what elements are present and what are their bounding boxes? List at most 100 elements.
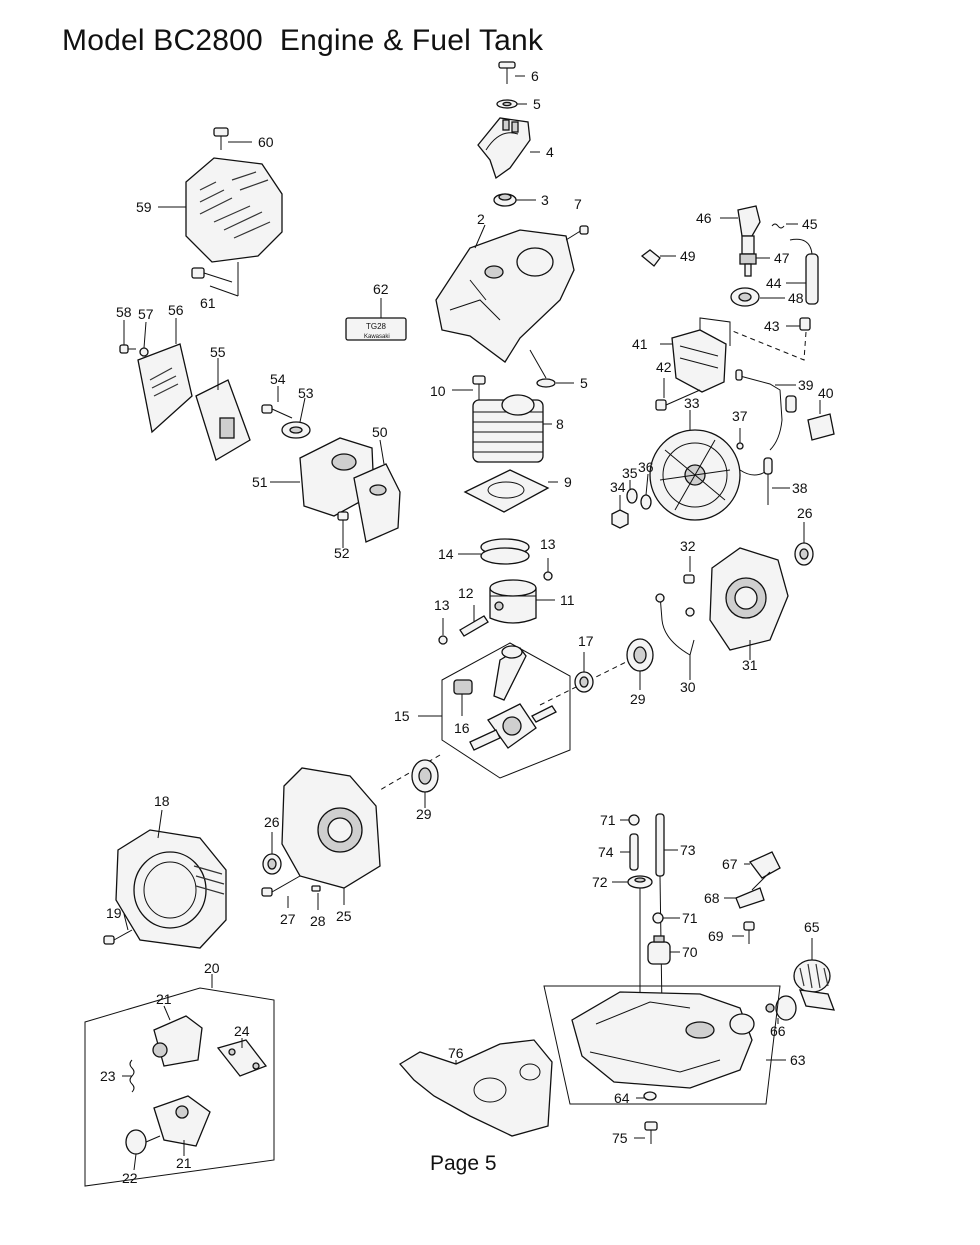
part-63-fuel-tank [571, 991, 755, 1089]
part-31-crankcase-right [709, 547, 789, 660]
callout-11: 11 [560, 592, 575, 608]
callout-62: 62 [373, 281, 389, 297]
part-73-fuel-line [655, 813, 678, 877]
part-43-terminal [729, 317, 811, 361]
part-7-screw [565, 225, 589, 241]
callout-30: 30 [680, 679, 696, 695]
part-9-gasket [463, 469, 558, 513]
callout-46: 46 [696, 210, 712, 226]
part-35-washer [626, 480, 638, 504]
callout-21-upper: 21 [156, 991, 172, 1007]
part-53-gasket [281, 397, 311, 439]
callout-59: 59 [136, 199, 152, 215]
callout-71-lower: 71 [682, 910, 698, 926]
part-3-grommet [493, 193, 536, 207]
part-2-cylinder-cover [435, 224, 575, 363]
callout-4: 4 [546, 144, 554, 160]
part-16-needle-bearing [453, 679, 473, 716]
part-70-fuel-filter [647, 935, 680, 965]
part-34-nut [611, 495, 629, 529]
callout-58: 58 [116, 304, 132, 320]
part-66-cap-gasket [765, 995, 797, 1024]
callout-13-right: 13 [540, 536, 556, 552]
part-41-ignition-coil [660, 317, 731, 393]
callout-24: 24 [234, 1023, 250, 1039]
callout-16: 16 [454, 720, 470, 736]
part-32-key [683, 556, 695, 584]
callout-57: 57 [138, 306, 154, 322]
part-15-crankshaft-assembly [418, 642, 571, 779]
part-21-clutch-shoe-lower [153, 1095, 211, 1156]
part-20-clutch-assembly-box [84, 974, 275, 1187]
callout-labels: 6 5 4 3 2 7 5 10 8 9 14 13 11 12 13 17 1… [100, 68, 834, 1186]
part-46-plug-cap [720, 205, 761, 237]
callout-73: 73 [680, 842, 696, 858]
page-title: Model BC2800 Engine & Fuel Tank [62, 24, 544, 57]
part-42-bolt [655, 378, 701, 411]
callout-25: 25 [336, 908, 352, 924]
part-14-piston-rings [458, 538, 530, 565]
callout-49: 49 [680, 248, 696, 264]
part-65-fuel-cap [793, 938, 835, 1011]
part-8-cylinder [472, 394, 552, 463]
callout-35: 35 [622, 465, 638, 481]
part-27-bolt [261, 875, 301, 908]
callout-66: 66 [770, 1023, 786, 1039]
part-13-circlip-left [438, 618, 448, 645]
callout-21-lower: 21 [176, 1155, 192, 1171]
callout-17: 17 [578, 633, 594, 649]
part-45-spring [771, 223, 798, 229]
callout-18: 18 [154, 793, 170, 809]
part-17-seal-washer [574, 652, 594, 693]
part-68-plate [724, 887, 765, 909]
part-6-screw [498, 61, 525, 84]
callout-33: 33 [684, 395, 700, 411]
callout-3: 3 [541, 192, 549, 208]
callout-71-upper: 71 [600, 812, 616, 828]
part-64-drain-grommet [636, 1091, 657, 1101]
callout-32: 32 [680, 538, 696, 554]
callout-76: 76 [448, 1045, 464, 1061]
callout-26-left: 26 [264, 814, 280, 830]
part-19-screw [103, 913, 133, 945]
callout-64: 64 [614, 1090, 630, 1106]
callout-61: 61 [200, 295, 216, 311]
part-62-label-plate: TG28 Kawasaki [345, 298, 407, 341]
callout-22: 22 [122, 1170, 138, 1186]
callout-13-left: 13 [434, 597, 450, 613]
part-36-washer [640, 473, 652, 510]
callout-2: 2 [477, 211, 485, 227]
part-5-washer-lower [529, 349, 574, 388]
callout-50: 50 [372, 424, 388, 440]
callout-68: 68 [704, 890, 720, 906]
part-48-rubber-boot [730, 287, 785, 307]
callout-51: 51 [252, 474, 268, 490]
callout-60: 60 [258, 134, 274, 150]
part-57-washer [139, 321, 149, 357]
callout-26-right: 26 [797, 505, 813, 521]
callout-55: 55 [210, 344, 226, 360]
part-22-shoulder-bolt [125, 1129, 161, 1171]
part-13-circlip-right [543, 558, 553, 581]
part-69-bolt [732, 921, 755, 944]
callout-12: 12 [458, 585, 474, 601]
callout-45: 45 [802, 216, 818, 232]
part-74-return-line [620, 833, 639, 871]
callout-10: 10 [430, 383, 446, 399]
part-54-stud-bolt [261, 386, 293, 419]
part-28-dowel-pin [311, 885, 321, 910]
part-39-stop-wire [735, 369, 796, 451]
callout-7: 7 [574, 196, 582, 212]
part-75-bolt [634, 1121, 658, 1144]
callout-54: 54 [270, 371, 286, 387]
callout-6: 6 [531, 68, 539, 84]
part-59-muffler-cover [158, 157, 283, 263]
callout-47: 47 [774, 250, 790, 266]
part-26-oil-seal-right [794, 522, 814, 566]
part-49-clip [640, 249, 676, 267]
callout-63: 63 [790, 1052, 806, 1068]
callout-19: 19 [106, 905, 122, 921]
part-47-spark-plug [739, 235, 770, 277]
